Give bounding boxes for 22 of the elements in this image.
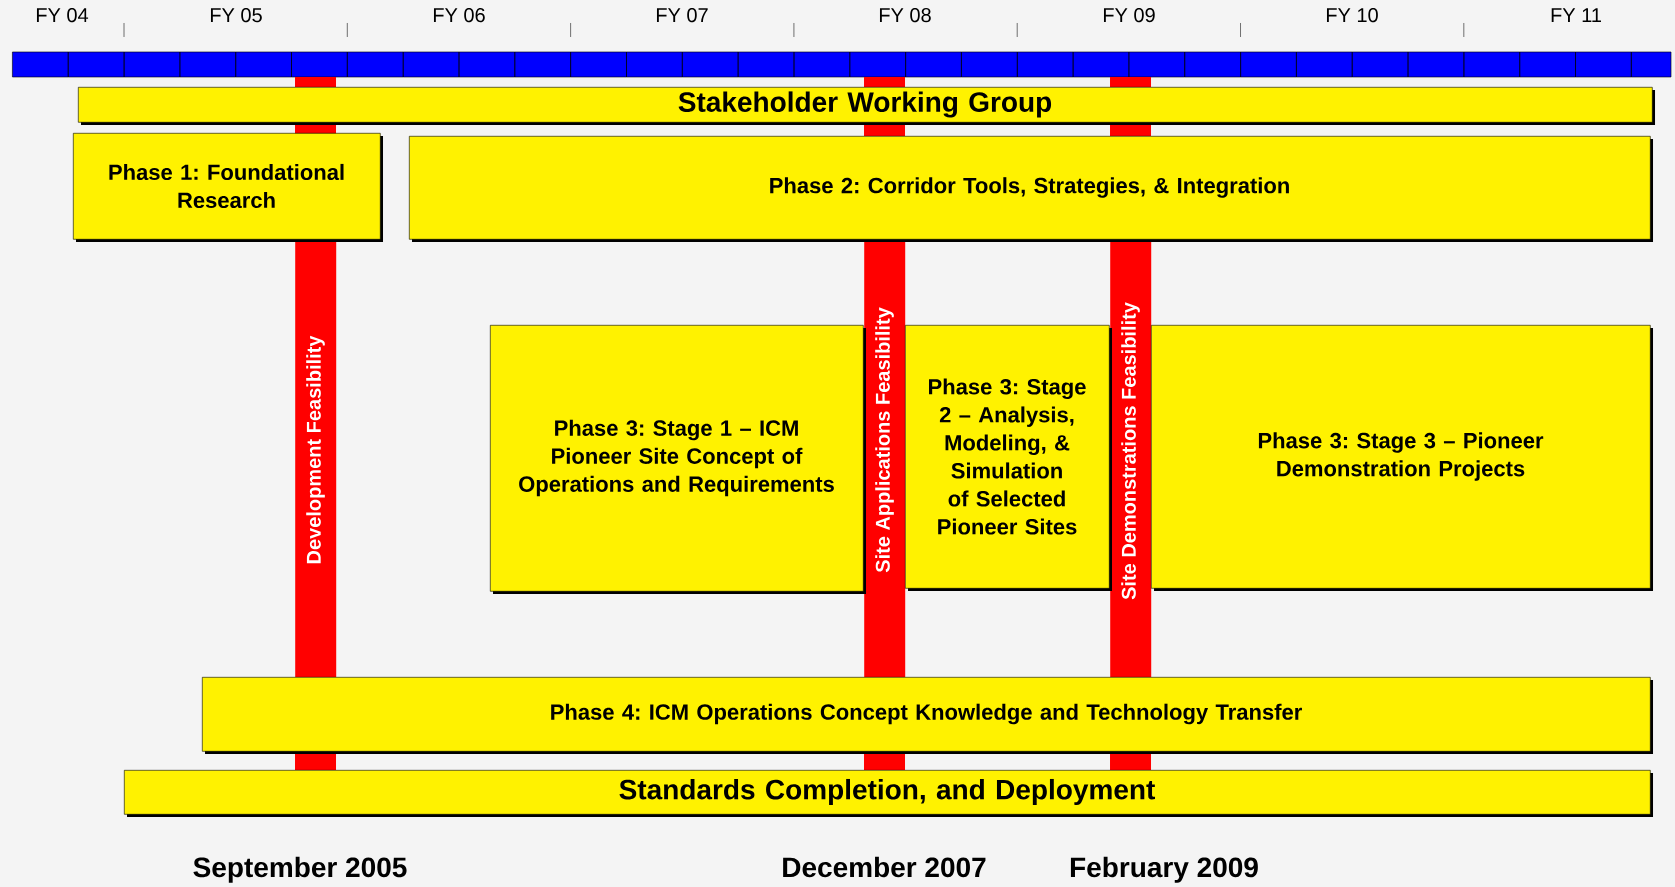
year-label: FY 06 (434, 8, 485, 23)
phase-box: Phase 3: Stage 2 – Analysis, Modeling, & Simulation of Selected Pioneer Sites (905, 325, 1112, 591)
year-label: FY 11 (1551, 8, 1601, 22)
phase-box: Phase 3: Stage 3 – Pioneer Demonstration Projects (1151, 325, 1653, 591)
feasibility-bar: Site Applications Feasibility (864, 239, 906, 678)
year-label: FY 04 (36, 8, 89, 23)
date-label: February 2009 (1070, 856, 1258, 883)
phase-box: Phase 4: ICM Operations Concept Knowledge and Technology Transfer (202, 677, 1653, 754)
phase-box: Phase 1: Foundational Research (73, 133, 383, 242)
year-label: FY 08 (880, 8, 931, 23)
date-label: December 2007 (783, 856, 986, 878)
year-label: FY 09 (1104, 8, 1155, 23)
year-label: FY 07 (657, 8, 708, 23)
year-label: FY 05 (210, 8, 262, 23)
phase-box: Phase 3: Stage 1 – ICM Pioneer Site Concept of Operations and Requirements (490, 325, 866, 594)
feasibility-bar: Site Demonstrations Feasibility (1110, 239, 1152, 678)
feasibility-bar: Development Feasibility (295, 239, 337, 678)
date-label: September 2005 (193, 856, 407, 883)
phase-box: Stakeholder Working Group (78, 87, 1655, 125)
phase-box: Phase 2: Corridor Tools, Strategies, & Integration (409, 136, 1653, 242)
phase-box: Standards Completion, and Deployment (124, 770, 1653, 817)
year-label: FY 10 (1327, 8, 1378, 23)
